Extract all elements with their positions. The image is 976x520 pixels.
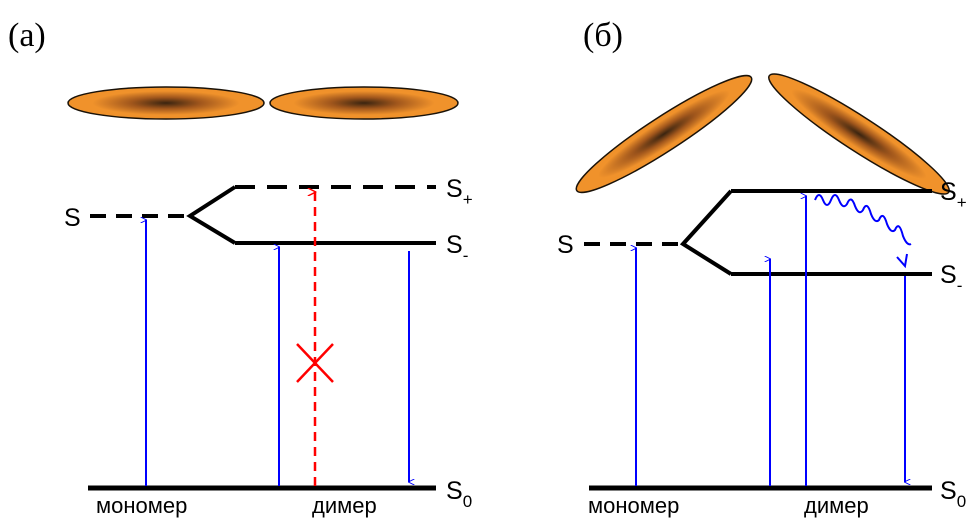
molecule-left-tilted <box>575 74 753 194</box>
caption-monomer: мономер <box>96 493 187 518</box>
relaxation-wavy-arrow <box>814 194 912 246</box>
ground-level-label-b: S0 <box>940 477 966 511</box>
relaxation-arrowhead <box>896 253 908 269</box>
level-upper-label: S+ <box>446 175 473 209</box>
level-upper-label-b: S+ <box>940 178 967 212</box>
panel-b-label: (б) <box>583 17 623 54</box>
caption-dimer: димер <box>312 493 377 518</box>
molecule-left <box>67 86 265 120</box>
panel-b: (б) S S+ S- S0 мономер димер <box>557 17 967 518</box>
splitting-lines <box>186 185 237 245</box>
molecule-right-tilted <box>768 73 950 195</box>
ground-level-label: S0 <box>446 477 472 511</box>
forbidden-cross-icon <box>296 343 334 383</box>
caption-dimer-b: димер <box>804 493 869 518</box>
panel-a-label: (a) <box>8 17 46 54</box>
panel-a: (a) S S+ S- S0 мономер димер <box>8 17 473 518</box>
level-monomer-label: S <box>64 204 81 232</box>
level-lower-label-b: S- <box>940 261 962 295</box>
level-monomer-label-b: S <box>557 231 574 259</box>
splitting-lines-b <box>679 189 733 276</box>
molecule-right <box>269 86 459 120</box>
caption-monomer-b: мономер <box>588 493 679 518</box>
level-lower-label: S- <box>446 231 468 265</box>
